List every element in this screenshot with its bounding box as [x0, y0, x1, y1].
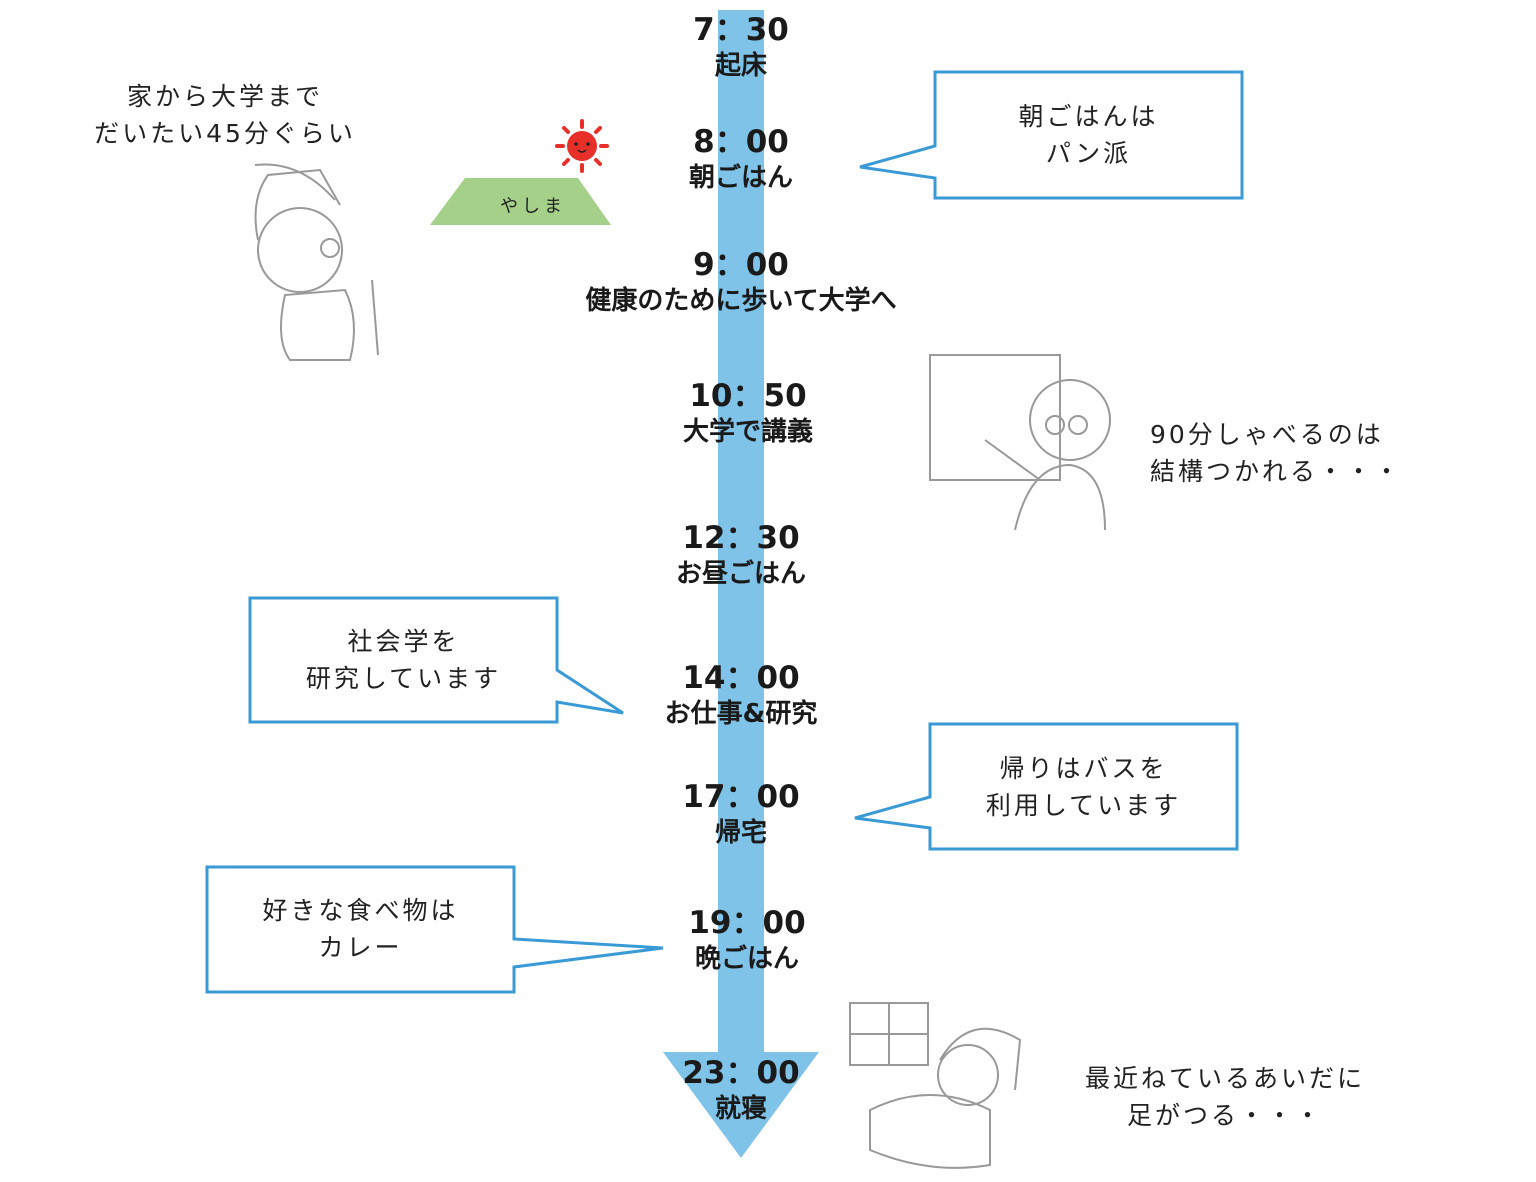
sketch-walking-man [254, 163, 379, 361]
callout-bus: 帰りはバスを利用しています [930, 750, 1237, 824]
callout-breakfast: 朝ごはんはパン派 [935, 98, 1242, 172]
event: 起床 [714, 51, 767, 81]
callout-curry: 好きな食べ物はカレー [207, 892, 514, 966]
event: 朝ごはん [688, 163, 793, 193]
event: 晩ごはん [694, 944, 799, 974]
time: 7：30 [693, 12, 789, 48]
timeline-arrow-head [663, 1052, 819, 1158]
callout-research: 社会学を研究しています [250, 623, 557, 697]
callout-box-research [248, 596, 624, 724]
time: 23：00 [682, 1055, 800, 1091]
note-line: 最近ねているあいだに [1084, 1064, 1365, 1093]
time: 17：00 [682, 779, 800, 815]
callout-line: 帰りはバスを [999, 754, 1168, 783]
event: 健康のために歩いて大学へ [585, 286, 897, 316]
callout-line: 利用しています [985, 791, 1182, 820]
callout-line: 研究しています [305, 664, 502, 693]
note-line: だいたい45分ぐらい [94, 119, 356, 148]
sketch-sleeping-man [849, 1002, 1022, 1169]
time: 9：00 [693, 247, 789, 283]
callout-line: 好きな食べ物は [262, 896, 459, 925]
sun-icon [555, 119, 609, 173]
callout-box-bus [854, 722, 1239, 851]
mountain-yashima [430, 178, 611, 225]
sketch-lecturer [929, 354, 1111, 531]
note-line: 結構つかれる・・・ [1150, 457, 1403, 486]
callout-line: パン派 [1045, 139, 1132, 168]
event: お昼ごはん [675, 559, 806, 589]
event: 就寝 [714, 1094, 767, 1124]
callout-line: 朝ごはんは [1018, 102, 1159, 131]
note-commute: 家から大学までだいたい45分ぐらい [60, 78, 390, 152]
time: 14：00 [682, 660, 800, 696]
time: 8：00 [693, 124, 789, 160]
note-line: 足がつる・・・ [1126, 1101, 1323, 1130]
time: 19：00 [688, 905, 806, 941]
event: 大学で講義 [682, 417, 813, 447]
time: 12：30 [682, 520, 800, 556]
event: お仕事&研究 [664, 699, 818, 729]
note-sleep: 最近ねているあいだに足がつる・・・ [1055, 1060, 1395, 1134]
note-line: 家から大学まで [126, 82, 323, 111]
event: 帰宅 [714, 818, 767, 848]
mountain-label: やしま [500, 196, 566, 217]
timeline-arrow-shaft [718, 10, 764, 1055]
note-lecture: 90分しゃべるのは結構つかれる・・・ [1150, 416, 1470, 490]
callout-line: 社会学を [347, 627, 460, 656]
time: 10：50 [689, 378, 807, 414]
note-line: 90分しゃべるのは [1150, 420, 1384, 449]
callout-box-curry [205, 865, 664, 994]
callout-line: カレー [318, 933, 403, 962]
callout-box-breakfast [859, 70, 1244, 200]
